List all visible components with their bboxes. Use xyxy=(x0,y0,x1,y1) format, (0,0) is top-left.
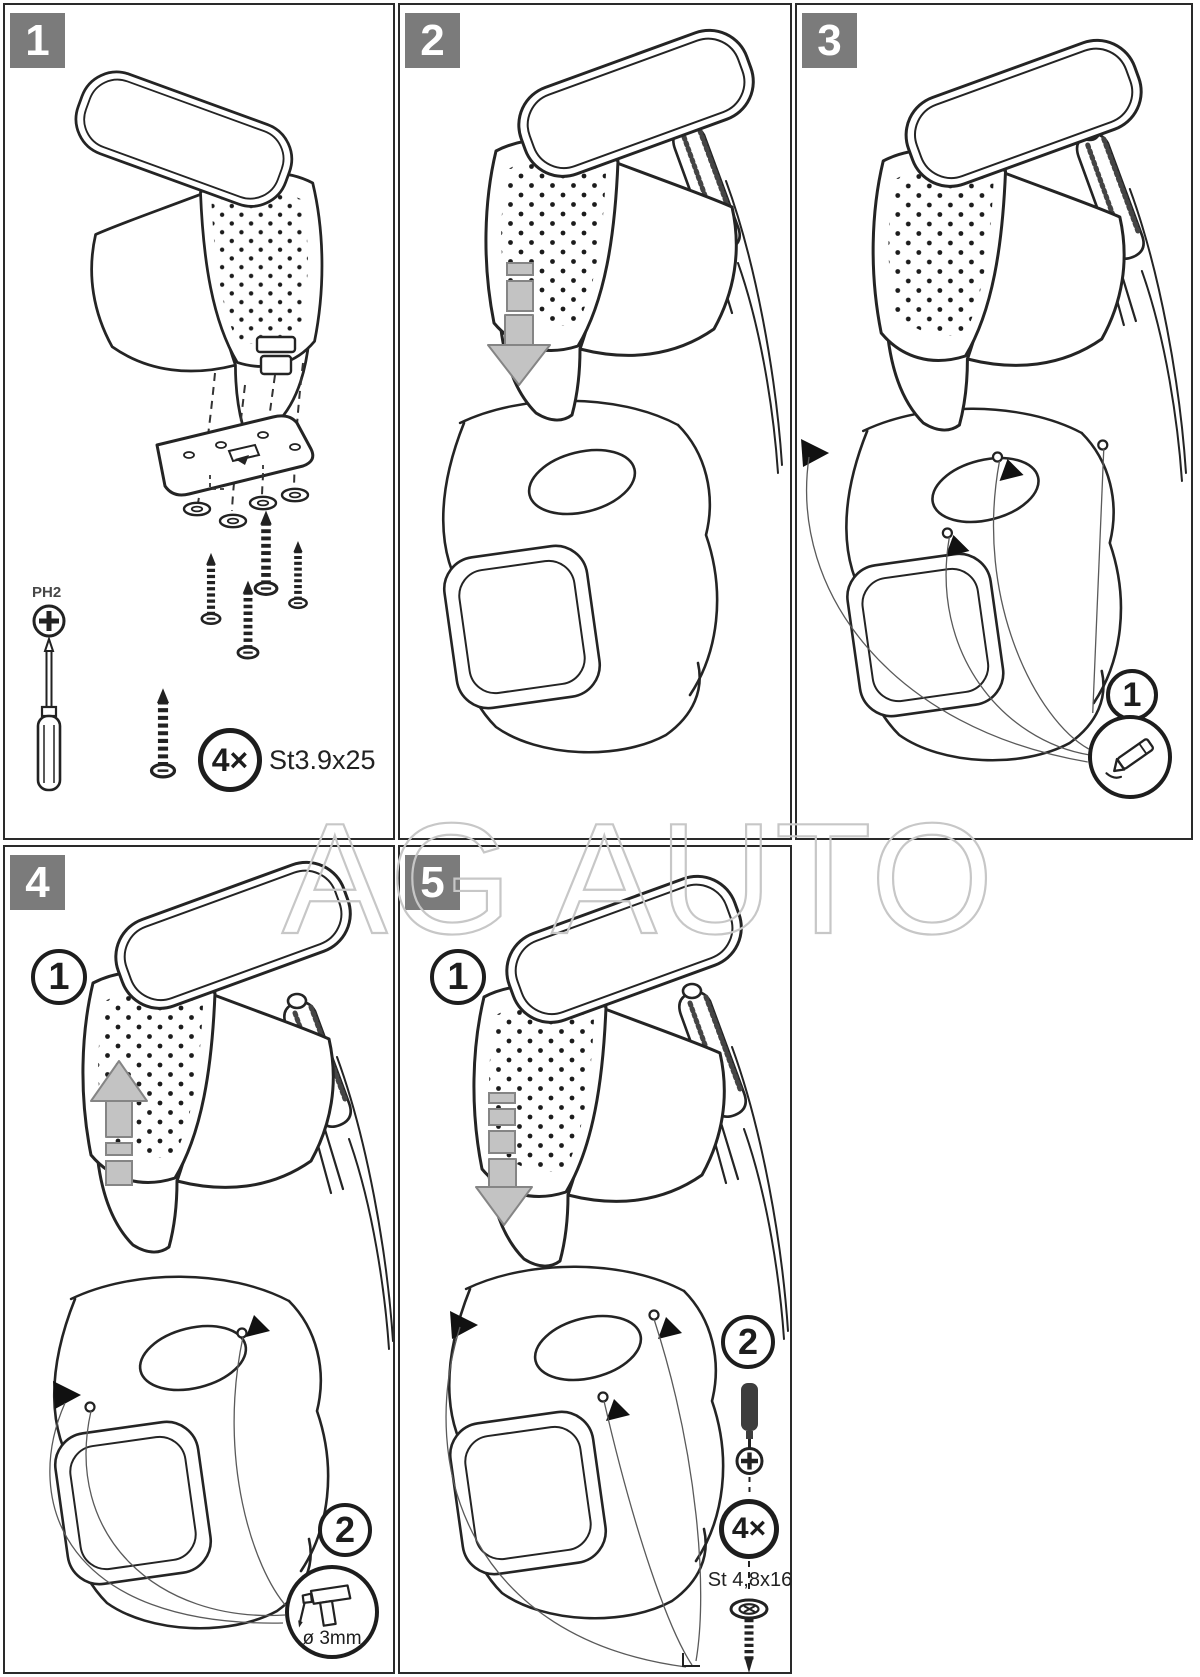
slider-latch xyxy=(506,262,534,312)
callout-text: 2 xyxy=(334,1509,356,1550)
slider-latch xyxy=(105,1142,133,1186)
slider-latch xyxy=(488,1092,516,1154)
step2-lowering-illustration xyxy=(400,17,790,838)
quantity-badge: 4× xyxy=(198,728,262,792)
washer-icon xyxy=(182,487,310,529)
step4-removal-drilling-illustration xyxy=(5,849,393,1672)
quantity-text: 4× xyxy=(731,1512,767,1545)
screw-holes xyxy=(84,1327,248,1413)
panel-step-2: 2 xyxy=(398,3,792,840)
leader-lines xyxy=(445,1318,702,1668)
wood-screw-icon xyxy=(152,688,175,777)
callout-step-2: 2 xyxy=(721,1315,775,1369)
step3-marking-illustration xyxy=(801,27,1191,838)
callout-text: 1 xyxy=(447,955,469,998)
callout-step-1: 1 xyxy=(31,949,87,1005)
arrow-up-icon xyxy=(90,1060,148,1138)
step-number-badge: 2 xyxy=(405,13,460,68)
armrest-drawing xyxy=(871,27,1154,432)
callout-text: 1 xyxy=(1122,675,1142,714)
callout-step-2: 2 xyxy=(318,1503,372,1557)
panel-step-5: 5 xyxy=(398,845,792,1674)
quantity-text: 4× xyxy=(211,741,249,778)
screwdriver-icon xyxy=(36,635,62,792)
wood-screw-icon xyxy=(202,510,307,658)
callout-step-1: 1 xyxy=(430,949,486,1005)
panel-step-3: 3 1 xyxy=(795,3,1193,840)
leader-lines xyxy=(805,448,1105,763)
callout-text: 2 xyxy=(737,1321,759,1362)
screw-spec-label: St3.9x25 xyxy=(269,745,376,775)
screwdriver-icon xyxy=(735,1383,764,1495)
quantity-badge: 4× xyxy=(719,1499,779,1559)
mounting-plate-icon xyxy=(155,414,315,497)
marker-pen-icon xyxy=(1105,738,1154,779)
step-number-badge: 5 xyxy=(405,855,460,910)
bit-size-label: PH2 xyxy=(32,584,62,601)
drill-tool-circle: ø 3mm xyxy=(285,1565,379,1659)
arrow-down-icon xyxy=(487,314,551,386)
marker-tool-circle xyxy=(1088,715,1172,799)
pointer-arrowhead-icon xyxy=(53,1315,270,1409)
pointer-arrowhead-icon xyxy=(450,1311,682,1421)
flange-screw-icon xyxy=(729,1561,769,1672)
drill-diameter-label: ø 3mm xyxy=(302,1628,362,1649)
armrest-drawing xyxy=(81,849,364,1254)
step-number-badge: 1 xyxy=(10,13,65,68)
step5-refit-screwing-illustration xyxy=(400,863,790,1672)
ph2-phillips-bit-icon xyxy=(32,604,66,638)
callout-text: 1 xyxy=(48,955,70,998)
leader-lines xyxy=(49,1336,288,1624)
step-number-badge: 3 xyxy=(802,13,857,68)
screw-spec-label: St 4,8x16 xyxy=(707,1569,793,1591)
step-number-badge: 4 xyxy=(10,855,65,910)
step1-exploded-view-illustration xyxy=(32,60,324,792)
panel-step-1: 1 xyxy=(3,3,395,840)
latch-tabs xyxy=(255,335,297,376)
callout-step-1: 1 xyxy=(1106,669,1158,721)
screw-holes xyxy=(941,439,1109,539)
panel-step-4: 4 xyxy=(3,845,395,1674)
drill-icon xyxy=(298,1584,352,1628)
arrow-down-icon xyxy=(475,1158,533,1226)
